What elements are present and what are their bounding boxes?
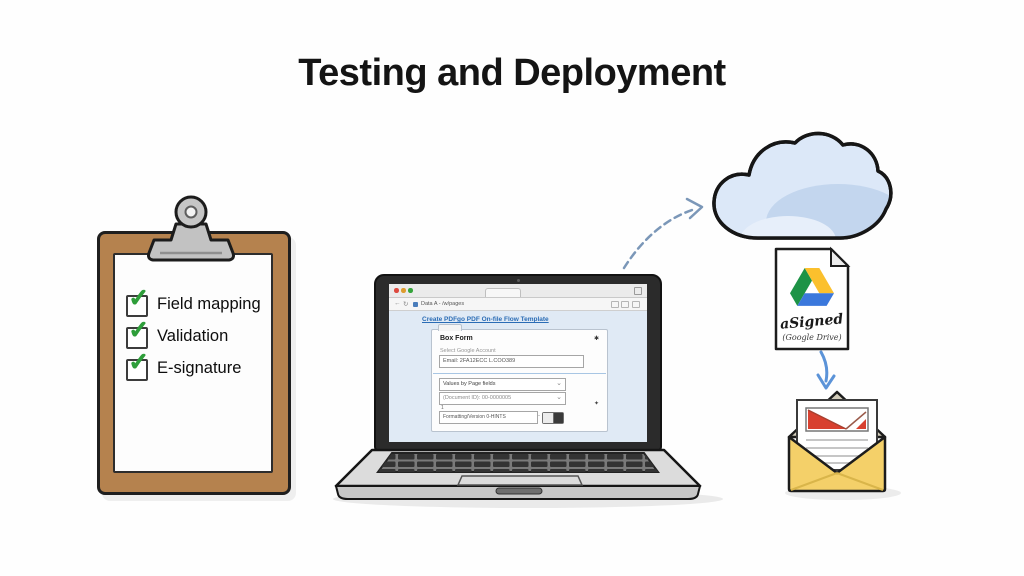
form-panel: Box Form ✱ Select Google Account Email: … (431, 324, 608, 432)
downloads-icon[interactable] (611, 301, 619, 308)
webcam-icon (517, 279, 520, 282)
laptop-front-notch (495, 487, 543, 495)
gmail-logo-box (805, 407, 869, 432)
laptop-shadow (333, 490, 723, 508)
row-marker: 1 (441, 405, 444, 411)
gmail-icon (807, 409, 867, 430)
checkbox-checked[interactable] (126, 359, 148, 381)
form-title: Box Form (440, 335, 473, 342)
page-fields-select[interactable]: Values by Page fields ⌄ (439, 378, 566, 391)
envelope-front (787, 435, 887, 493)
menu-icon[interactable] (632, 301, 640, 308)
pin-icon[interactable]: ✦ (593, 401, 599, 407)
email-letter (796, 399, 878, 471)
check-icon: ✓ (128, 348, 149, 376)
minimize-button[interactable] (401, 288, 406, 293)
browser-tab[interactable] (485, 288, 521, 297)
zoom-button[interactable] (408, 288, 413, 293)
down-arrow-to-email (816, 350, 836, 390)
version-input[interactable]: Formatting/Version 0-HINTS (439, 411, 538, 424)
checklist-item-label: Validation (157, 327, 229, 345)
email-envelope (785, 390, 901, 500)
browser-titlebar (389, 284, 647, 298)
google-drive-icon (790, 268, 834, 306)
envelope-back-flap (787, 390, 887, 439)
arrowhead-icon (816, 373, 836, 390)
extensions-icon[interactable] (621, 301, 629, 308)
trackpad[interactable] (456, 475, 584, 486)
panel-tab[interactable] (438, 324, 462, 331)
laptop-base (333, 448, 723, 508)
address-bar[interactable]: Data A - /w/pages (421, 301, 465, 307)
close-button[interactable] (394, 288, 399, 293)
document-caption: (Google Drive) (782, 333, 841, 342)
dashed-arrow-to-cloud (622, 197, 704, 270)
checklist: ✓ Field mapping ✓ Validation ✓ E-signatu… (126, 284, 276, 389)
account-label: Select Google Account (440, 348, 496, 354)
browser-toolbar: ← ↻ Data A - /w/pages (389, 298, 647, 311)
letter-text-lines (806, 439, 868, 464)
browser-content: Create PDFgo PDF On-file Flow Template B… (389, 311, 647, 442)
checkbox-checked[interactable] (126, 295, 148, 317)
signature-text: aSigned (779, 311, 844, 332)
checklist-item-e-signature: ✓ E-signature (126, 348, 276, 389)
account-input[interactable]: Email: 2FA12ECC L.COO389 (439, 355, 584, 368)
keyboard[interactable] (376, 452, 660, 473)
checklist-item-label: E-signature (157, 359, 242, 377)
check-icon: ✓ (128, 316, 149, 344)
laptop-screen: ← ↻ Data A - /w/pages Create PDFgo PDF O… (374, 274, 662, 452)
checkbox-checked[interactable] (126, 327, 148, 349)
gear-icon[interactable]: ✱ (593, 336, 599, 342)
arrowhead-icon (685, 197, 704, 220)
page-heading-link[interactable]: Create PDFgo PDF On-file Flow Template (422, 316, 549, 323)
chevron-down-icon: ⌄ (556, 380, 562, 387)
envelope-creases (790, 472, 884, 491)
toggle-off-segment (543, 413, 553, 423)
checklist-item-label: Field mapping (157, 295, 261, 313)
check-icon: ✓ (128, 284, 149, 312)
chevron-down-icon: ⌄ (556, 394, 562, 401)
site-favicon (413, 301, 418, 307)
envelope-shadow (785, 486, 901, 500)
field-dash: - (538, 413, 540, 419)
window-resize-icon[interactable] (634, 287, 642, 295)
document-id-select[interactable]: (Document ID): 00-0000005 ⌄ (439, 392, 566, 405)
cloud-icon (712, 131, 893, 240)
checklist-item-field-mapping: ✓ Field mapping (126, 284, 276, 325)
page-title: Testing and Deployment (298, 52, 726, 94)
toggle-switch[interactable] (542, 412, 564, 424)
reload-icon[interactable]: ↻ (403, 301, 409, 308)
back-icon[interactable]: ← (394, 300, 401, 307)
toggle-on-segment (552, 413, 563, 423)
browser-window: ← ↻ Data A - /w/pages Create PDFgo PDF O… (389, 284, 647, 442)
checklist-item-validation: ✓ Validation (126, 316, 276, 357)
signed-document: aSigned (Google Drive) (774, 246, 851, 351)
section-divider (433, 373, 606, 374)
folded-corner (830, 246, 851, 267)
